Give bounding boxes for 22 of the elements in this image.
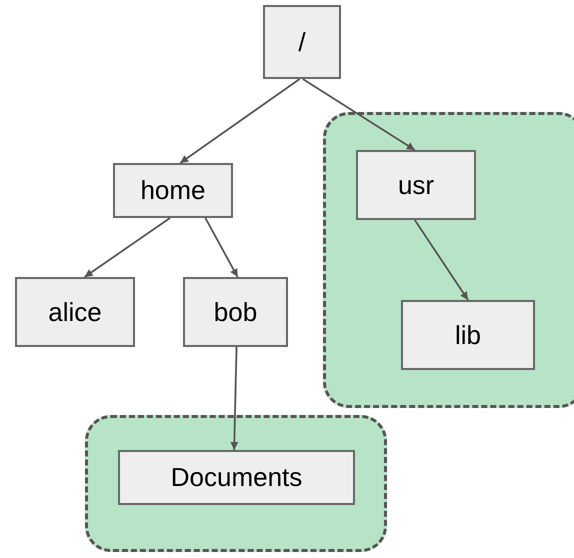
directory-box xyxy=(183,277,288,347)
arrow xyxy=(230,346,238,450)
directory-name: bob xyxy=(214,296,258,328)
arrow xyxy=(204,218,238,278)
group-area xyxy=(85,415,387,552)
directory-name: Documents xyxy=(170,462,302,493)
directory-box xyxy=(118,450,355,505)
arrow xyxy=(302,78,416,151)
directory-name: alice xyxy=(48,296,102,328)
group-area xyxy=(323,112,574,408)
directory-name: / xyxy=(298,26,306,58)
arrow xyxy=(84,217,171,278)
directory-name: lib xyxy=(454,320,481,350)
directory-name: home xyxy=(140,175,206,206)
directory-box xyxy=(356,150,476,220)
directory-name: usr xyxy=(398,170,434,200)
directory-box xyxy=(15,277,135,347)
arrow xyxy=(414,220,469,300)
directory-box xyxy=(401,300,535,370)
arrow xyxy=(180,78,300,164)
directory-box xyxy=(113,163,233,218)
directory-box xyxy=(263,5,341,79)
